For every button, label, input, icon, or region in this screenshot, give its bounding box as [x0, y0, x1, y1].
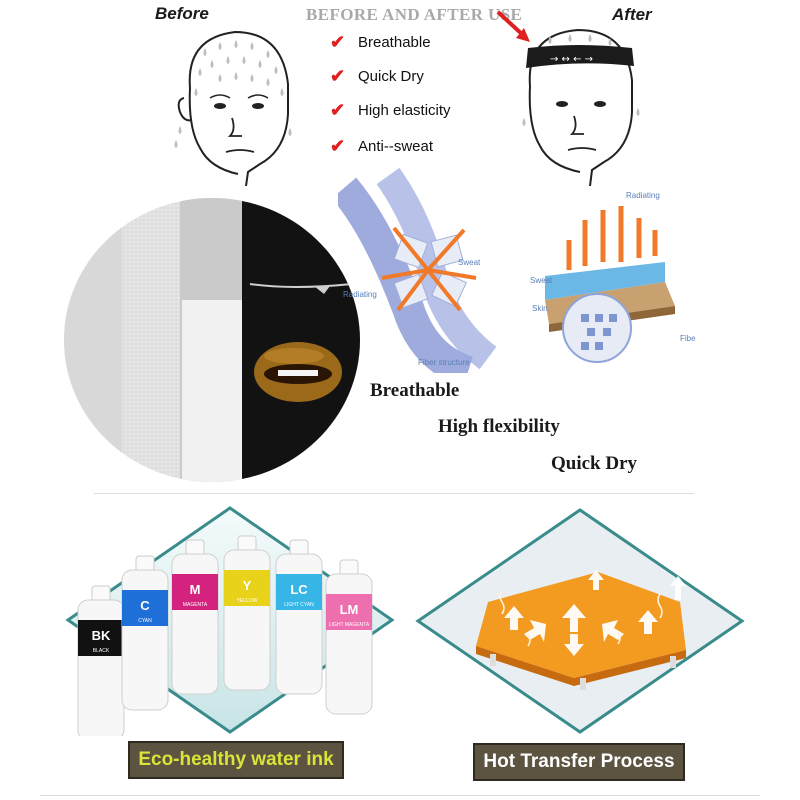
- sweat-label-left: Sweat: [458, 258, 481, 267]
- ink-bottle-code: BK: [92, 628, 111, 643]
- hot-transfer-process-banner: Hot Transfer Process: [473, 743, 685, 781]
- word-high-flexibility: High flexibility: [438, 416, 560, 437]
- word-quick-dry: Quick Dry: [551, 453, 638, 474]
- section-divider: [94, 493, 694, 494]
- svg-text:→ ↔ ← →: → ↔ ← →: [550, 54, 593, 65]
- word-breathable: Breathable: [370, 380, 460, 401]
- check-icon: ✔: [330, 100, 346, 120]
- skin-label: Skin: [532, 304, 548, 313]
- ink-bottle-code: C: [140, 598, 150, 613]
- ink-bottle-name: MAGENTA: [183, 602, 208, 608]
- check-icon: ✔: [330, 136, 346, 156]
- feature-breathable: ✔ Breathable: [330, 32, 431, 52]
- fiber-structure-diagram: [338, 168, 497, 373]
- head-after-illustration: → ↔ ← →: [496, 10, 640, 187]
- head-before-illustration: [174, 30, 292, 187]
- eco-healthy-water-ink-banner: Eco-healthy water ink: [128, 741, 344, 779]
- before-after-title: BEFORE AND AFTER USE: [306, 5, 523, 24]
- ink-bottle-name: CYAN: [138, 618, 152, 624]
- ink-bottle-lm: LM LIGHT MAGENTA: [325, 559, 373, 715]
- ink-bottle-c: C CYAN: [121, 555, 169, 711]
- radiating-skin-diagram: [545, 206, 675, 363]
- radiating-label-left: Radiating: [343, 290, 377, 299]
- fabric-closeup-photo: [64, 198, 360, 482]
- check-icon: ✔: [330, 32, 346, 52]
- feature-high-elasticity: ✔ High elasticity: [330, 100, 451, 120]
- ink-bottle-name: YELLOW: [237, 598, 258, 604]
- ink-bottle-code: LM: [340, 602, 359, 617]
- ink-bottle-name: LIGHT CYAN: [284, 602, 314, 608]
- ink-bottle-name: BLACK: [93, 648, 110, 654]
- check-icon: ✔: [330, 66, 346, 86]
- after-label: After: [612, 5, 652, 24]
- before-label: Before: [155, 4, 209, 23]
- ink-bottle-code: LC: [290, 582, 308, 597]
- fiber-structure-label: Fiber structure: [418, 358, 470, 367]
- feature-quick-dry: ✔ Quick Dry: [330, 66, 424, 86]
- sweat-label-right: Sweat: [530, 276, 553, 285]
- ink-bottle-y: Y YELLOW: [223, 535, 271, 691]
- ink-bottle-name: LIGHT MAGENTA: [329, 622, 370, 628]
- fiber-label-right: Fibe: [680, 334, 696, 343]
- feature-anti-sweat: ✔ Anti--sweat: [330, 136, 434, 156]
- ink-bottle-code: M: [190, 582, 201, 597]
- hot-transfer-diamond: [415, 508, 745, 734]
- ink-bottle-bk: BK BLACK: [77, 585, 125, 736]
- ink-bottle-m: M MAGENTA: [171, 539, 219, 695]
- ink-bottle-lc: LC LIGHT CYAN: [275, 539, 323, 695]
- radiating-label-right: Radiating: [626, 191, 660, 200]
- bottom-divider: [40, 795, 760, 796]
- ink-bottle-code: Y: [243, 578, 252, 593]
